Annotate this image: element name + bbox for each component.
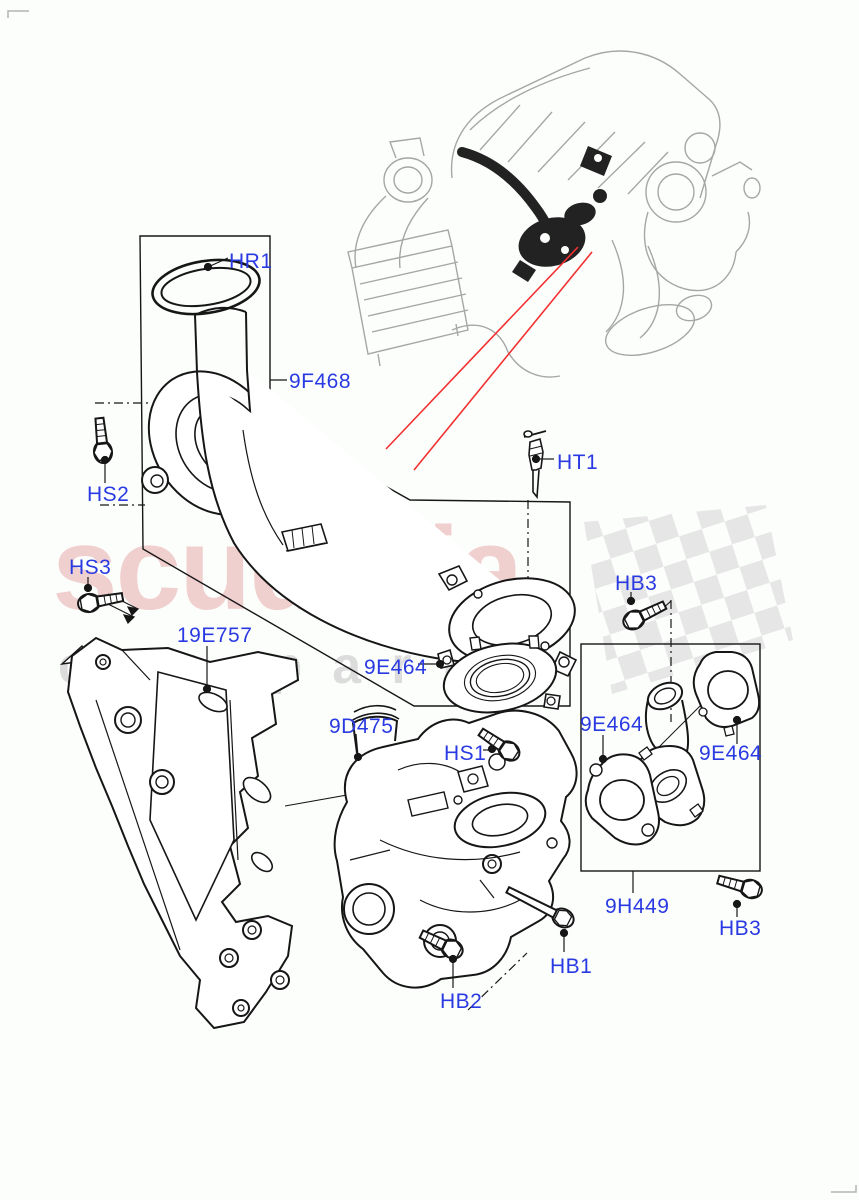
bolt-hs2 (89, 416, 115, 465)
bolts (75, 416, 766, 963)
egr-pipe-9f468 (141, 306, 547, 663)
part-label-hb2: HB2 (440, 990, 483, 1013)
washer-hs1 (488, 753, 506, 771)
part-label-9e464-right: 9E464 (699, 742, 763, 765)
gasket-9e464-mid (437, 635, 561, 714)
bolt-hs3 (75, 587, 126, 615)
part-label-9f468: 9F468 (289, 370, 352, 393)
part-label-19e757: 19E757 (177, 624, 253, 647)
part-label-9e464-mid: 9E464 (364, 656, 428, 679)
part-label-9h449: 9H449 (605, 895, 670, 918)
part-label-9d475: 9D475 (329, 715, 394, 738)
part-label-hb1: HB1 (550, 955, 593, 978)
part-label-hr1: HR1 (229, 250, 273, 273)
part-label-hs3: HS3 (69, 556, 112, 579)
callout-leaders (83, 257, 742, 988)
egr-valve-9d475 (284, 704, 578, 989)
part-label-hb3-bottom: HB3 (719, 917, 762, 940)
oring-hr1 (151, 258, 261, 316)
engine-location-thumbnail (347, 50, 761, 378)
checkered-flag-watermark (584, 505, 793, 694)
corner-marks (7, 10, 857, 1193)
part-label-hs1: HS1 (444, 742, 487, 765)
bolt-hb3-bottom (714, 869, 766, 902)
egr-tube-9h449 (584, 651, 761, 846)
engine-highlight-egr (457, 146, 612, 282)
part-label-hs2: HS2 (87, 483, 130, 506)
pipe-end-flange (437, 564, 578, 678)
red-location-pointers (385, 246, 593, 471)
part-label-hb3-top: HB3 (615, 572, 658, 595)
part-label-9e464-left: 9E464 (580, 713, 644, 736)
part-label-ht1: HT1 (557, 451, 599, 474)
mounting-bracket-19e757 (59, 636, 300, 1030)
ht1-sensor (523, 430, 547, 500)
